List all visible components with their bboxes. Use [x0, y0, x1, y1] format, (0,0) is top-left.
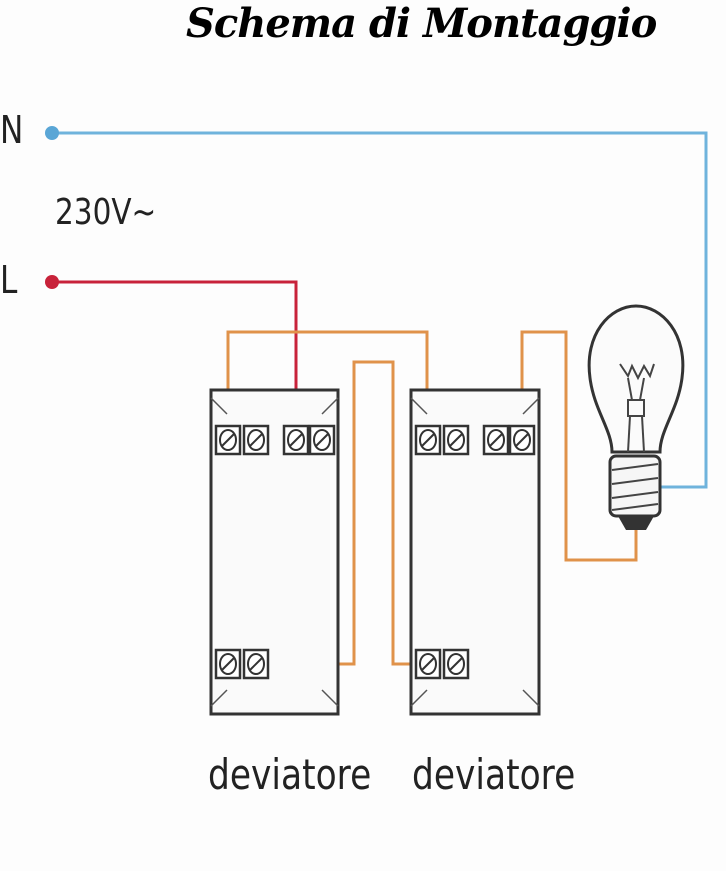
neutral-terminal-dot [45, 126, 59, 140]
screw-slot [221, 657, 235, 671]
screw-head [419, 429, 437, 451]
line-label: L [0, 258, 18, 302]
screw-slot [421, 657, 435, 671]
voltage-label: 230V~ [55, 192, 157, 233]
screw-slot [249, 657, 263, 671]
neutral-label: N [0, 108, 24, 152]
screw-head [247, 653, 265, 675]
screw-head [513, 429, 531, 451]
screw-slot [449, 657, 463, 671]
line-wire [52, 280, 298, 430]
screw-head [219, 429, 237, 451]
switch-2-label: deviatore [412, 750, 576, 799]
switch-1-label: deviatore [208, 750, 372, 799]
switched-wire [520, 330, 638, 562]
line-terminal-dot [45, 275, 59, 289]
screw-slot [289, 433, 303, 447]
screw-head [287, 429, 305, 451]
page-title: Schema di Montaggio [186, 0, 657, 47]
screw-head [447, 429, 465, 451]
screw-head [313, 429, 331, 451]
screw-head [247, 429, 265, 451]
screw-slot [315, 433, 329, 447]
terminal-screws [214, 424, 536, 680]
screw-slot [449, 433, 463, 447]
screw-slot [515, 433, 529, 447]
screw-head [447, 653, 465, 675]
screw-head [219, 653, 237, 675]
neutral-wire [52, 131, 708, 489]
screw-slot [221, 433, 235, 447]
screw-head [419, 653, 437, 675]
screw-slot [489, 433, 503, 447]
screw-head [487, 429, 505, 451]
screw-slot [421, 433, 435, 447]
light-bulb-icon [587, 304, 685, 530]
traveler-wire-1 [226, 330, 429, 430]
screw-slot [249, 433, 263, 447]
